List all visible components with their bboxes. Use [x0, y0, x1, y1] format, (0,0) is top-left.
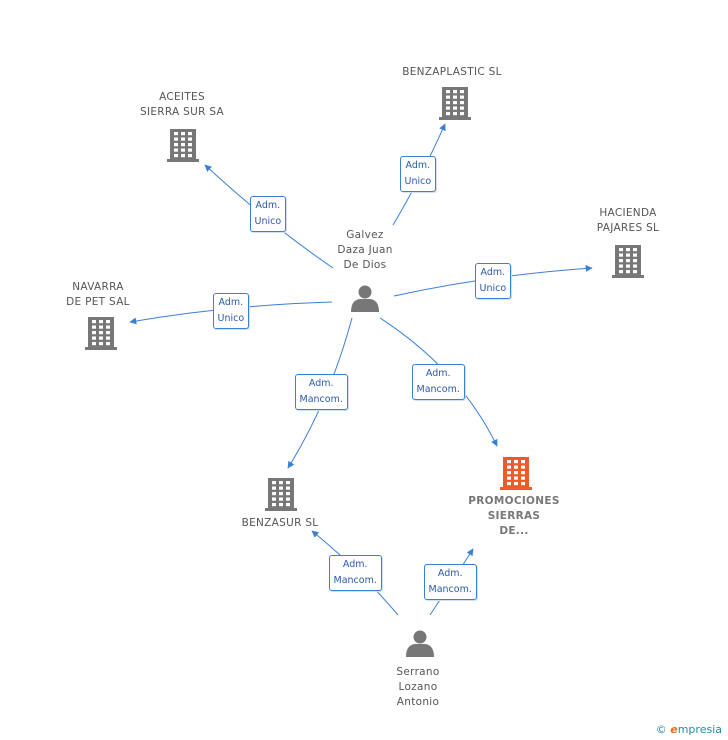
edge-label-serrano-benzasur[interactable]: Adm. Mancom. [328, 555, 382, 591]
building-icon-hacienda[interactable] [612, 245, 644, 278]
node-label-navarra[interactable]: NAVARRA DE PET SAL [66, 281, 130, 308]
brand-e: e [670, 723, 678, 736]
edge-label-galvez-benzasur[interactable]: Adm. Mancom. [294, 374, 348, 410]
edge-label-galvez-promociones[interactable]: Adm. Mancom. [411, 364, 465, 400]
edge-label-galvez-benzaplastic[interactable]: Adm. Unico [399, 156, 437, 192]
copyright-symbol: © [655, 723, 667, 736]
node-label-benzaplastic[interactable]: BENZAPLASTIC SL [402, 65, 502, 78]
edge-label-galvez-navarra[interactable]: Adm. Unico [212, 293, 250, 329]
edge-label-galvez-hacienda[interactable]: Adm. Unico [474, 263, 512, 299]
node-label-benzasur[interactable]: BENZASUR SL [241, 516, 319, 529]
building-icon-benzaplastic[interactable] [439, 87, 471, 120]
node-label-serrano[interactable]: Serrano Lozano Antonio [396, 665, 440, 708]
brand-name: mpresia [677, 723, 722, 736]
person-icon-serrano[interactable] [406, 630, 434, 658]
building-icon-navarra[interactable] [85, 317, 117, 350]
building-icon-promociones[interactable] [500, 457, 532, 490]
edge-label-galvez-aceites[interactable]: Adm. Unico [249, 196, 287, 232]
edge-label-serrano-promociones[interactable]: Adm. Mancom. [423, 564, 477, 600]
footer-brand[interactable]: © empresia [656, 723, 722, 736]
node-label-aceites[interactable]: ACEITES SIERRA SUR SA [139, 91, 224, 118]
building-icon-benzasur[interactable] [265, 478, 297, 511]
person-icon-galvez[interactable] [351, 285, 379, 313]
node-label-hacienda[interactable]: HACIENDA PAJARES SL [596, 207, 660, 234]
node-label-promociones[interactable]: PROMOCIONES SIERRAS DE... [468, 494, 560, 537]
building-icon-aceites[interactable] [167, 129, 199, 162]
node-label-galvez[interactable]: Galvez Daza Juan De Dios [337, 228, 393, 271]
